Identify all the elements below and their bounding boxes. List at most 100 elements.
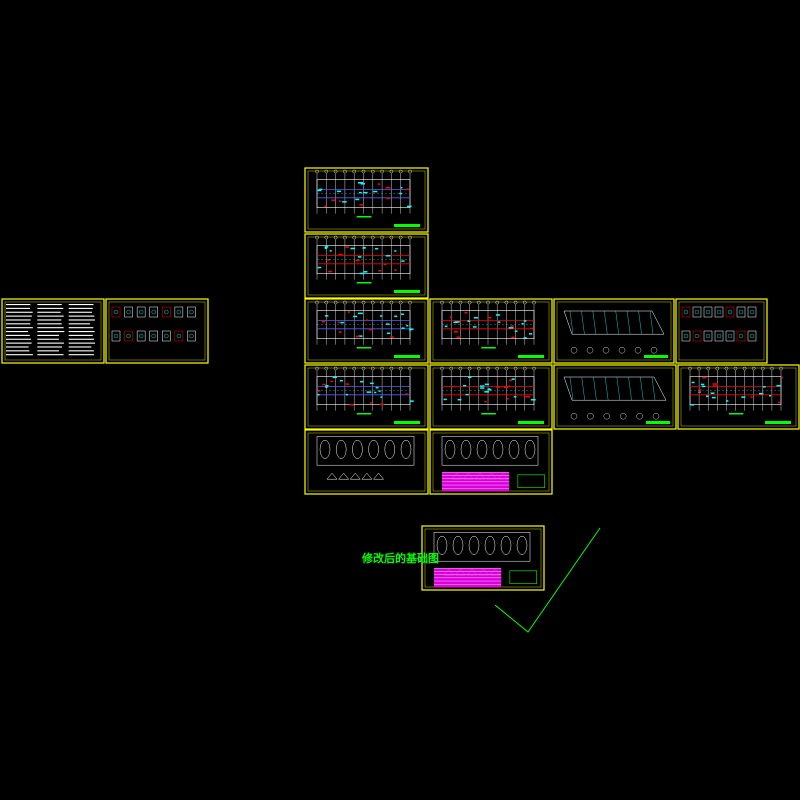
plan-detail [444, 325, 448, 328]
drawing-sheet[interactable] [304, 167, 429, 233]
note-line [37, 315, 64, 317]
plan-detail [710, 392, 715, 394]
drawing-sheet[interactable] [429, 364, 553, 430]
view-title [356, 413, 372, 415]
sheet-border [304, 167, 429, 233]
axis-bubble [486, 300, 490, 305]
annotation-leader-line [494, 527, 601, 633]
drawing-sheet[interactable] [553, 298, 675, 364]
note-line [68, 334, 93, 336]
plan-detail [366, 319, 369, 321]
plan-detail [353, 315, 358, 318]
plan-detail [691, 381, 695, 384]
axis-bubble [370, 300, 375, 305]
axis-bubble [486, 366, 490, 371]
plan-detail [359, 272, 365, 275]
frame-member [649, 310, 654, 335]
drawing-sheet[interactable] [304, 233, 429, 299]
plan-detail [449, 316, 453, 318]
note-line [6, 311, 33, 313]
annotation-label: 修改后的基础图 [361, 551, 439, 565]
plan-detail [337, 190, 342, 193]
plan-detail [780, 376, 783, 379]
note-line [68, 311, 92, 313]
note-line [6, 327, 33, 329]
detail-section [681, 306, 691, 318]
sheet-inner-border [307, 367, 426, 427]
drawing-sheet[interactable] [429, 429, 553, 495]
detail-mark [705, 309, 711, 315]
frame-member [581, 310, 585, 335]
plan-detail [340, 321, 344, 324]
plan-detail [401, 260, 405, 262]
plan-detail [406, 325, 409, 327]
note-line [37, 311, 61, 313]
plan-detail [386, 332, 391, 335]
note-line [37, 307, 64, 309]
footing-section [326, 472, 338, 480]
section-detail [618, 347, 626, 354]
axis-bubble [398, 300, 403, 305]
drawing-sheet[interactable] [553, 364, 677, 430]
frame-member [604, 310, 608, 335]
axis-bubble [408, 169, 412, 174]
detail-mark [126, 309, 131, 315]
detail-section [714, 330, 724, 342]
drawing-sheet[interactable] [304, 429, 429, 495]
plan-detail [510, 325, 514, 327]
plan-detail [385, 323, 390, 325]
drawing-sheet[interactable] [304, 298, 429, 364]
drawing-sheet[interactable] [677, 364, 800, 430]
axis-bubble [380, 169, 384, 174]
plan-detail [358, 191, 362, 194]
plan-detail [506, 398, 509, 400]
plan-detail [409, 400, 414, 402]
plan-detail [457, 398, 462, 401]
plan-detail [394, 269, 397, 271]
detail-mark [749, 309, 755, 315]
sheet-inner-border [556, 367, 674, 427]
drawing-sheet[interactable] [429, 298, 553, 364]
plan-detail [409, 329, 412, 331]
plan-detail [484, 383, 490, 386]
detail-section [714, 306, 724, 318]
detail-mark [727, 309, 733, 315]
note-line [68, 327, 94, 329]
axis-bubble [370, 235, 375, 240]
plan-detail [698, 390, 701, 392]
footing-section [373, 472, 385, 480]
drawing-sheet[interactable] [105, 298, 209, 364]
axis-bubble [532, 366, 536, 371]
section-detail [586, 347, 594, 354]
axis-bubble [361, 235, 366, 240]
sheet-border [304, 364, 429, 430]
drawing-sheet[interactable] [304, 364, 429, 430]
plan-detail [508, 385, 511, 388]
plan-detail [327, 258, 331, 261]
plan-detail [726, 400, 729, 402]
sheet-inner-border [307, 170, 426, 230]
note-line [68, 350, 94, 352]
plan-detail [405, 188, 410, 191]
plan-detail [750, 396, 753, 398]
note-line [37, 350, 59, 352]
note-line [6, 307, 30, 309]
drawing-sheets [1, 167, 800, 591]
axis-bubble [398, 366, 403, 371]
sheet-border [429, 364, 553, 430]
axis-bubble [352, 300, 357, 305]
frame-member [628, 376, 632, 401]
axis-bubble [361, 366, 366, 371]
title-block [646, 421, 670, 424]
axis-bubble [715, 366, 720, 371]
drawing-sheet[interactable] [675, 298, 768, 364]
footing-section [338, 472, 350, 480]
plan-detail [345, 393, 348, 396]
drawing-sheet[interactable] [421, 525, 545, 591]
drawing-sheet[interactable] [1, 298, 105, 364]
plan-detail [484, 391, 490, 393]
axis-bubble [324, 235, 329, 240]
title-block [394, 421, 420, 424]
axis-bubble [523, 366, 527, 371]
